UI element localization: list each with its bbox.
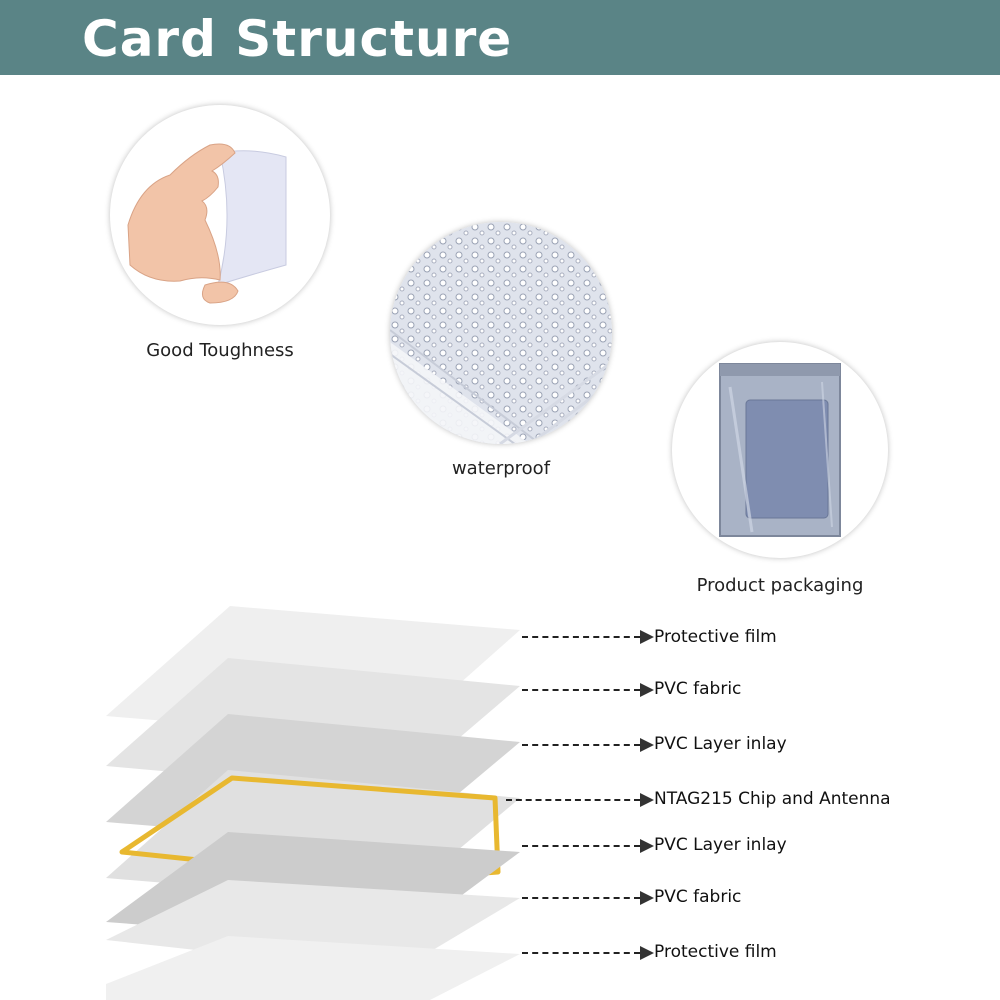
plastic-bag-icon bbox=[719, 363, 841, 537]
layer-arrow-7 bbox=[522, 946, 654, 960]
protective-film-bottom-sheet bbox=[106, 936, 520, 1000]
layer-label-pvc-fabric-top: PVC fabric bbox=[654, 679, 742, 699]
layer-arrow-1 bbox=[522, 630, 654, 644]
layer-stack-diagram bbox=[106, 606, 520, 1000]
layer-arrow-2 bbox=[522, 683, 654, 697]
layer-label-pvc-fabric-bottom: PVC fabric bbox=[654, 887, 742, 907]
layer-label-pvc-inlay-bottom: PVC Layer inlay bbox=[654, 835, 787, 855]
toughness-image bbox=[110, 105, 330, 325]
layer-label-pvc-inlay-top: PVC Layer inlay bbox=[654, 734, 787, 754]
layer-arrow-6 bbox=[522, 891, 654, 905]
layer-label-protective-film-top: Protective film bbox=[654, 627, 777, 647]
layer-arrow-3 bbox=[522, 738, 654, 752]
waterproof-caption: waterproof bbox=[451, 458, 551, 479]
packaging-caption: Product packaging bbox=[696, 575, 864, 596]
toughness-caption: Good Toughness bbox=[146, 340, 294, 361]
packaging-image bbox=[672, 342, 888, 558]
title-banner: Card Structure bbox=[0, 0, 1000, 75]
waterproof-image bbox=[390, 222, 612, 444]
water-droplets-icon bbox=[390, 222, 612, 444]
layer-arrow-4 bbox=[506, 793, 654, 807]
layer-arrow-5 bbox=[522, 839, 654, 853]
layer-label-protective-film-bottom: Protective film bbox=[654, 942, 777, 962]
hand-bending-card-icon bbox=[127, 143, 287, 304]
page-title: Card Structure bbox=[82, 10, 513, 68]
layer-label-chip-antenna: NTAG215 Chip and Antenna bbox=[654, 789, 891, 809]
